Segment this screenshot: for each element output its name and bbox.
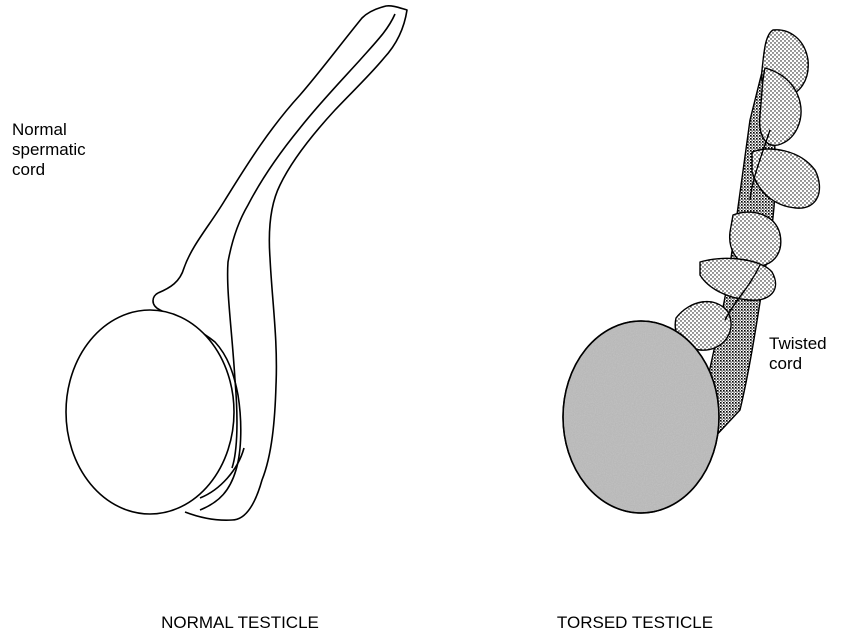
normal-testicle-drawing <box>66 6 407 520</box>
torsed-testicle-drawing <box>560 30 819 518</box>
normal-testicle <box>66 310 234 514</box>
